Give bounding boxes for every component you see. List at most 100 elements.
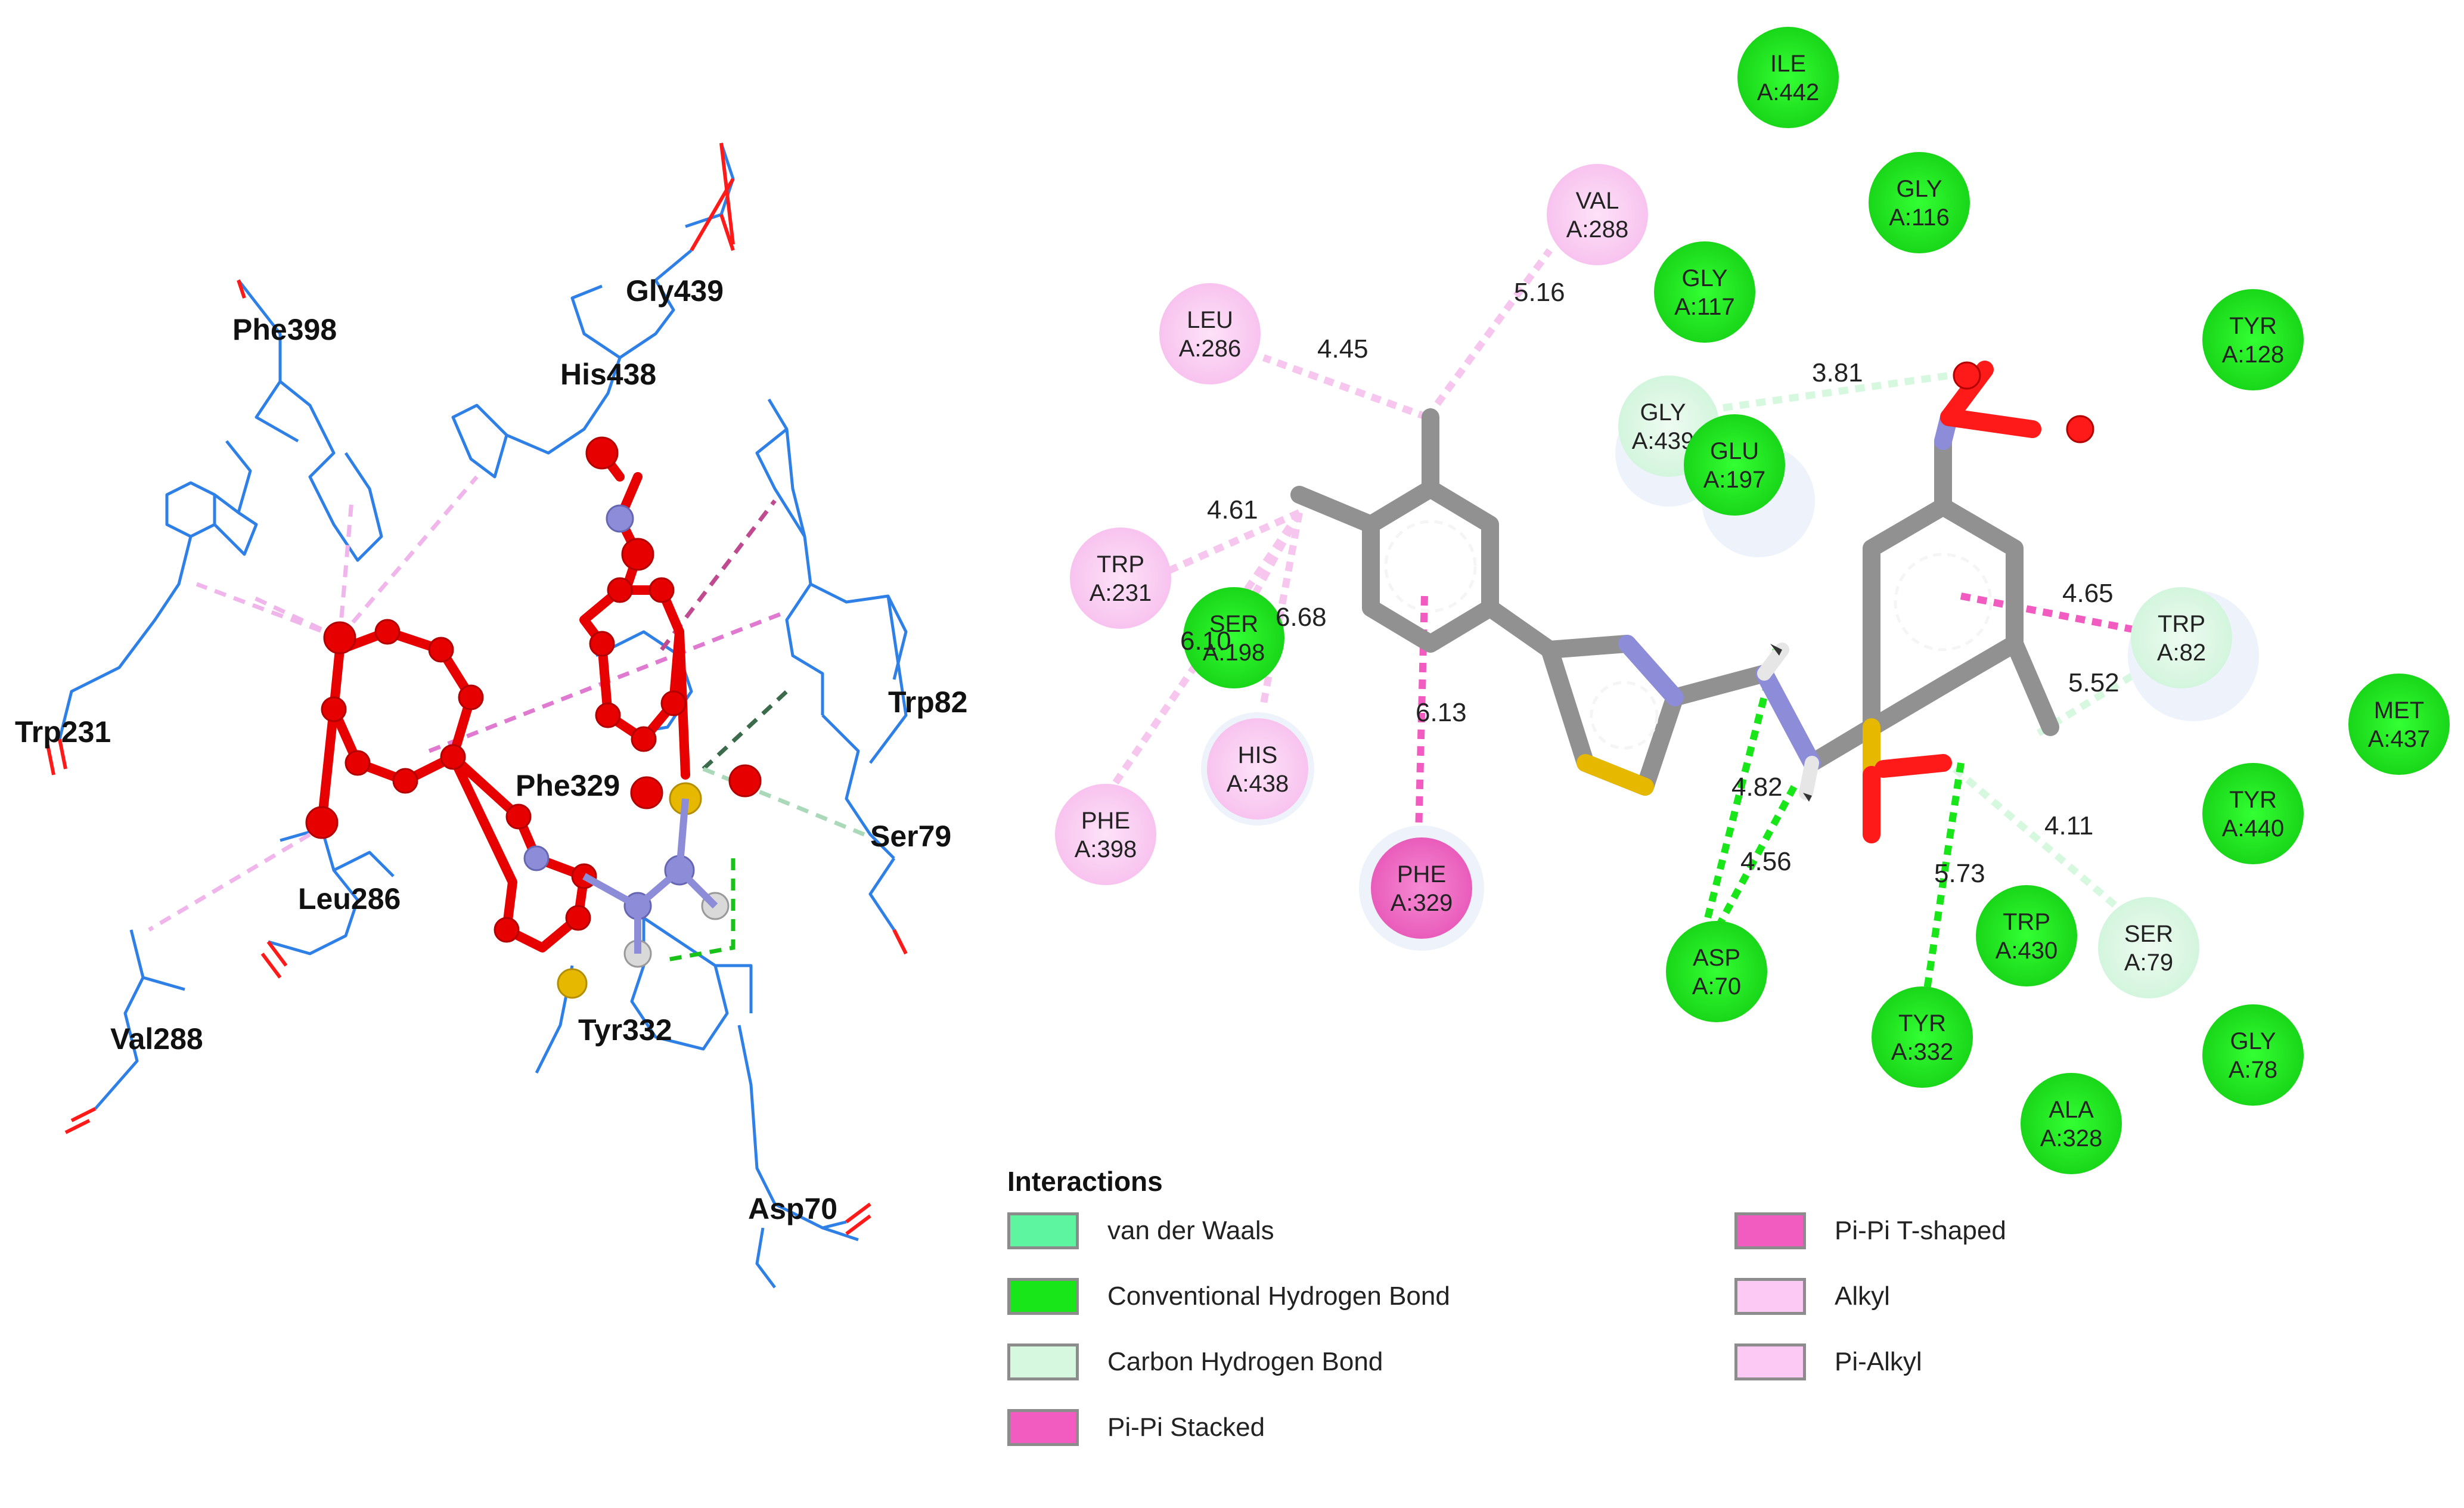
svg-text:TRP: TRP bbox=[2158, 611, 2205, 637]
legend-swatch-van-der-waals bbox=[1007, 1212, 1079, 1249]
residue-trp430: TRP A:430 bbox=[1976, 885, 2077, 986]
label-3d-his438: His438 bbox=[560, 358, 656, 391]
distance-d3: 3.81 bbox=[1812, 358, 1863, 387]
line-asp70-b bbox=[1713, 785, 1798, 932]
svg-text:A:78: A:78 bbox=[2229, 1057, 2277, 1083]
protein-residue-sticks bbox=[58, 142, 908, 1289]
legend-label-pi-pi-stacked: Pi-Pi Stacked bbox=[1107, 1413, 1265, 1442]
distance-d11: 4.56 bbox=[1740, 847, 1792, 876]
svg-text:VAL: VAL bbox=[1576, 188, 1619, 214]
svg-text:ILE: ILE bbox=[1770, 51, 1806, 77]
interactions-legend: Interactions van der Waals Conventional … bbox=[1007, 1165, 2140, 1487]
legend-item-conventional-hydrogen-bond: Conventional Hydrogen Bond bbox=[1007, 1273, 1450, 1320]
distance-d2: 4.45 bbox=[1317, 334, 1368, 364]
legend-item-pi-pi-tshaped: Pi-Pi T-shaped bbox=[1734, 1207, 2006, 1255]
distance-d12: 4.11 bbox=[2044, 811, 2093, 840]
svg-text:GLY: GLY bbox=[1896, 176, 1942, 202]
label-3d-trp231: Trp231 bbox=[15, 715, 111, 749]
svg-text:A:197: A:197 bbox=[1703, 467, 1766, 493]
svg-text:TYR: TYR bbox=[2229, 313, 2277, 339]
svg-text:A:328: A:328 bbox=[2040, 1125, 2103, 1152]
interaction-dashes-3d bbox=[148, 475, 865, 962]
svg-text:GLY: GLY bbox=[1681, 265, 1727, 291]
svg-text:GLU: GLU bbox=[1710, 438, 1759, 464]
legend-label-carbon-hydrogen-bond: Carbon Hydrogen Bond bbox=[1107, 1347, 1383, 1376]
legend-label-pi-pi-tshaped: Pi-Pi T-shaped bbox=[1835, 1216, 2006, 1245]
legend-swatch-pi-alkyl bbox=[1734, 1343, 1806, 1380]
svg-text:A:231: A:231 bbox=[1090, 580, 1152, 606]
legend-item-pi-pi-stacked: Pi-Pi Stacked bbox=[1007, 1404, 1265, 1451]
distance-d6: 6.10 bbox=[1180, 626, 1231, 656]
legend-swatch-carbon-hydrogen-bond bbox=[1007, 1343, 1079, 1380]
distance-d4: 4.61 bbox=[1207, 495, 1258, 525]
svg-text:TYR: TYR bbox=[1898, 1010, 1946, 1037]
svg-text:A:286: A:286 bbox=[1179, 336, 1242, 362]
interaction-lines-2d bbox=[1106, 248, 2148, 1002]
svg-text:GLY: GLY bbox=[2230, 1028, 2276, 1054]
svg-text:PHE: PHE bbox=[1397, 861, 1446, 888]
legend-title: Interactions bbox=[1007, 1166, 1163, 1197]
ligand-3d bbox=[305, 436, 762, 999]
legend-label-conventional-hydrogen-bond: Conventional Hydrogen Bond bbox=[1107, 1282, 1450, 1311]
svg-text:A:329: A:329 bbox=[1391, 890, 1453, 916]
line-tyr332 bbox=[1922, 762, 1965, 1002]
residue-gly78: GLY A:78 bbox=[2202, 1004, 2304, 1106]
distance-d9: 5.52 bbox=[2068, 668, 2119, 697]
label-3d-gly439: Gly439 bbox=[626, 274, 724, 308]
distance-d5: 6.68 bbox=[1276, 603, 1327, 632]
line-trp231 bbox=[1137, 509, 1301, 588]
distance-d7: 6.13 bbox=[1416, 698, 1467, 727]
distance-d10: 4.82 bbox=[1731, 772, 1783, 802]
svg-text:A:439: A:439 bbox=[1632, 428, 1695, 454]
line-val288 bbox=[1425, 248, 1553, 420]
protein-oxygen-tips bbox=[46, 142, 908, 1236]
label-3d-ser79: Ser79 bbox=[870, 820, 951, 853]
residue-glu197: GLU A:197 bbox=[1684, 414, 1785, 516]
svg-text:A:437: A:437 bbox=[2368, 726, 2431, 752]
residue-leu286: LEU A:286 bbox=[1159, 283, 1261, 384]
svg-text:TRP: TRP bbox=[2003, 909, 2050, 935]
label-3d-leu286: Leu286 bbox=[298, 882, 401, 916]
legend-label-van-der-waals: van der Waals bbox=[1107, 1216, 1274, 1245]
residue-gly117: GLY A:117 bbox=[1654, 241, 1755, 343]
svg-text:A:442: A:442 bbox=[1757, 79, 1820, 106]
legend-item-van-der-waals: van der Waals bbox=[1007, 1207, 1274, 1255]
ligand-2d bbox=[1290, 361, 2094, 843]
legend-label-alkyl: Alkyl bbox=[1835, 1282, 1890, 1311]
residue-trp82: TRP A:82 bbox=[2131, 587, 2232, 688]
legend-item-carbon-hydrogen-bond: Carbon Hydrogen Bond bbox=[1007, 1338, 1383, 1386]
svg-text:LEU: LEU bbox=[1187, 307, 1233, 333]
legend-swatch-pi-pi-tshaped bbox=[1734, 1212, 1806, 1249]
svg-text:ALA: ALA bbox=[2049, 1097, 2094, 1123]
svg-text:A:117: A:117 bbox=[1674, 294, 1735, 320]
line-ser79 bbox=[1953, 766, 2118, 909]
svg-text:A:82: A:82 bbox=[2157, 640, 2206, 666]
distance-d1: 5.16 bbox=[1514, 278, 1565, 307]
line-asp70-a bbox=[1701, 648, 1780, 931]
legend-item-pi-alkyl: Pi-Alkyl bbox=[1734, 1338, 1922, 1386]
svg-text:A:430: A:430 bbox=[1996, 938, 2058, 964]
legend-swatch-alkyl bbox=[1734, 1278, 1806, 1315]
svg-text:TRP: TRP bbox=[1097, 551, 1144, 578]
label-3d-val288: Val288 bbox=[110, 1022, 203, 1056]
label-3d-trp82: Trp82 bbox=[888, 685, 967, 719]
svg-text:A:332: A:332 bbox=[1891, 1039, 1954, 1065]
svg-text:A:70: A:70 bbox=[1692, 973, 1741, 1000]
legend-item-alkyl: Alkyl bbox=[1734, 1273, 1890, 1320]
